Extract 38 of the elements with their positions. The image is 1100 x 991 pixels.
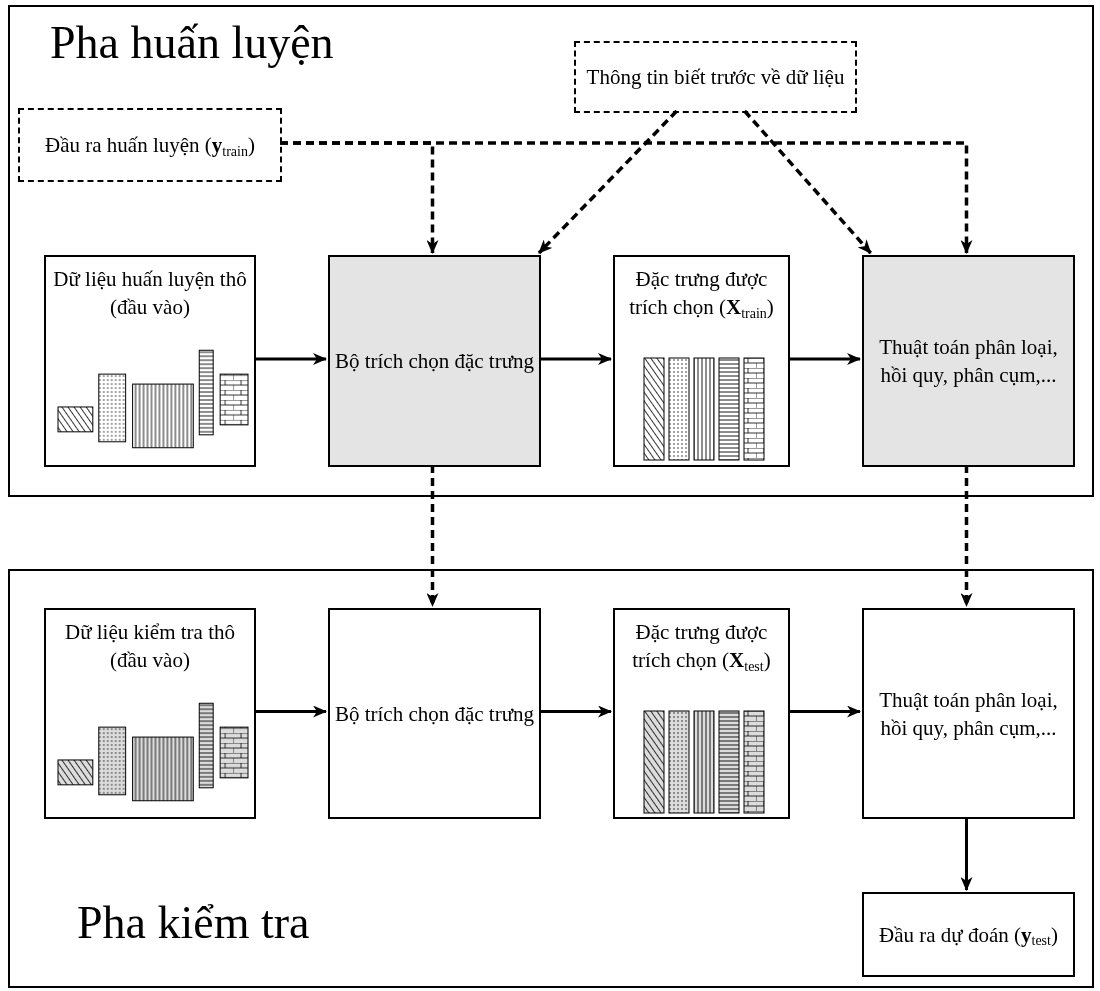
input-box [574, 41, 857, 113]
box-label: Đầu ra huấn luyện (y$_{train}$) [45, 132, 255, 159]
process-box [862, 255, 1075, 467]
arrow [539, 353, 612, 365]
arrow [254, 705, 327, 718]
arrow [960, 817, 973, 891]
box-label: Thuật toán phân loại, hồi quy, phân cụm,... [878, 334, 1059, 389]
arrow [960, 465, 973, 607]
box-label: Thuật toán phân loại, hồi quy, phân cụm,... [878, 686, 1059, 742]
arrow [788, 705, 861, 718]
phase-title: Pha kiểm tra [77, 897, 310, 949]
process-box [613, 608, 790, 819]
arrow [254, 353, 327, 365]
arrow [280, 141, 973, 254]
input-box [18, 108, 282, 182]
process-box [862, 892, 1075, 977]
box-label: Dữ liệu kiểm tra thô (đầu vào) [64, 619, 236, 674]
process-box [44, 608, 256, 819]
arrow [788, 353, 861, 365]
box-label: Bộ trích chọn đặc trưng [334, 700, 535, 728]
process-box [613, 255, 790, 467]
box-label: Bộ trích chọn đặc trưng [334, 348, 535, 375]
phase-panel [8, 569, 1094, 988]
process-box [328, 255, 541, 467]
process-box [44, 255, 256, 467]
arrow [537, 109, 678, 255]
box-label: Đặc trưng được trích chọn (X$_{train}$) [628, 266, 775, 321]
arrow [539, 705, 612, 718]
phase-panel [8, 5, 1094, 497]
box-label: Thông tin biết trước về dữ liệu [586, 64, 845, 91]
arrow [426, 465, 439, 607]
process-box [862, 608, 1075, 819]
phase-title: Pha huấn luyện [50, 17, 334, 69]
process-box [328, 608, 541, 819]
arrow [743, 109, 872, 255]
box-label: Đặc trưng được trích chọn (X$_{test}$) [631, 619, 772, 674]
box-label: Đầu ra dự đoán (y$_{test}$) [879, 921, 1058, 949]
box-label: Dữ liệu huấn luyện thô (đầu vào) [52, 266, 248, 321]
